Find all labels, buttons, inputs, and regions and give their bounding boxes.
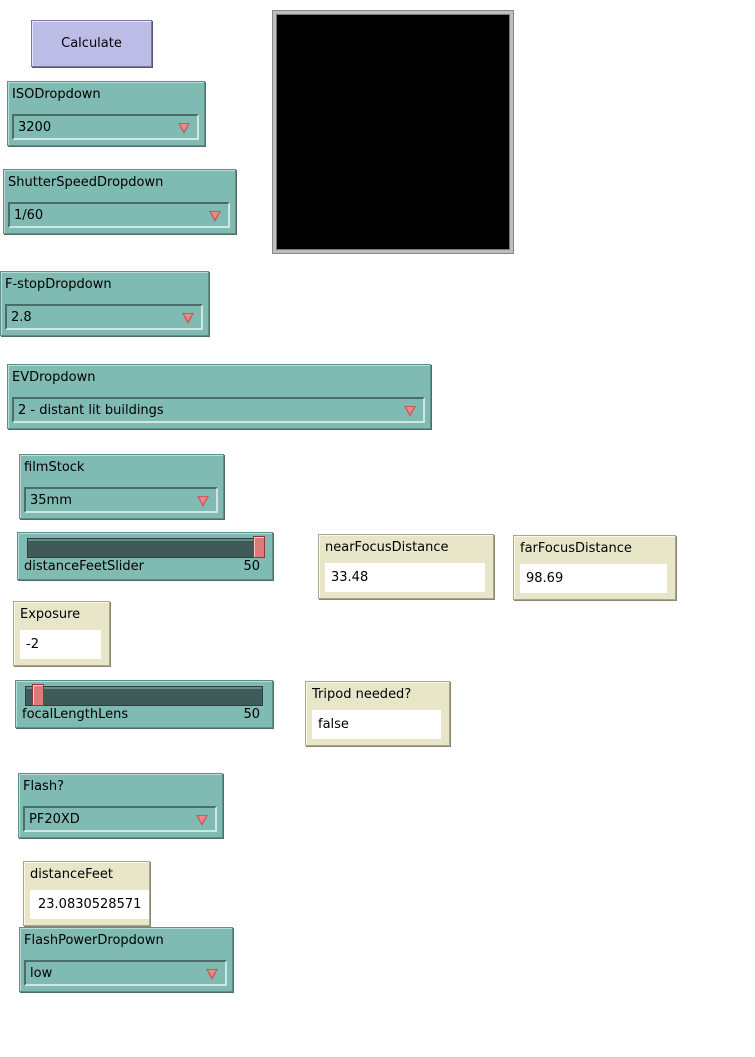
tripod-needed-value: false xyxy=(312,710,441,739)
film-stock-dropdown[interactable]: filmStock 35mm xyxy=(19,454,224,519)
ev-dropdown-value: 2 - distant lit buildings xyxy=(18,402,164,418)
film-stock-dropdown-value: 35mm xyxy=(30,492,72,508)
shutter-speed-dropdown-value: 1/60 xyxy=(14,207,44,223)
distance-feet-slider-label: distanceFeetSlider xyxy=(24,559,145,574)
distance-feet-slider-value: 50 xyxy=(243,559,260,574)
focal-length-lens-slider-value: 50 xyxy=(243,707,260,722)
film-stock-dropdown-select[interactable]: 35mm xyxy=(24,487,218,513)
iso-dropdown-value: 3200 xyxy=(18,119,52,135)
slider-track[interactable] xyxy=(27,538,263,558)
ev-dropdown-label: EVDropdown xyxy=(12,370,96,385)
flash-power-dropdown[interactable]: FlashPowerDropdown low xyxy=(19,927,233,992)
fstop-dropdown-value: 2.8 xyxy=(11,309,32,325)
chevron-down-icon xyxy=(197,496,209,507)
tripod-needed-label: Tripod needed? xyxy=(312,687,412,702)
distance-feet-monitor: distanceFeet 23.0830528571 xyxy=(23,861,150,926)
exposure-monitor: Exposure -2 xyxy=(13,601,110,666)
distance-feet-slider[interactable]: distanceFeetSlider 50 xyxy=(17,532,273,580)
ev-dropdown[interactable]: EVDropdown 2 - distant lit buildings xyxy=(7,364,431,429)
iso-dropdown-label: ISODropdown xyxy=(12,87,101,102)
chevron-down-icon xyxy=(206,969,218,980)
film-stock-dropdown-label: filmStock xyxy=(24,460,85,475)
exposure-value: -2 xyxy=(20,630,101,659)
chevron-down-icon xyxy=(209,211,221,222)
chevron-down-icon xyxy=(182,313,194,324)
distance-feet-value: 23.0830528571 xyxy=(30,890,149,919)
flash-power-dropdown-label: FlashPowerDropdown xyxy=(24,933,164,948)
flash-power-dropdown-select[interactable]: low xyxy=(24,960,227,986)
far-focus-distance-value: 98.69 xyxy=(520,564,667,593)
shutter-speed-dropdown[interactable]: ShutterSpeedDropdown 1/60 xyxy=(3,169,236,234)
chevron-down-icon xyxy=(196,815,208,826)
chevron-down-icon xyxy=(178,123,190,134)
focal-length-lens-slider-label: focalLengthLens xyxy=(22,707,129,722)
near-focus-distance-label: nearFocusDistance xyxy=(325,540,449,555)
slider-thumb[interactable] xyxy=(253,536,265,558)
far-focus-distance-label: farFocusDistance xyxy=(520,541,632,556)
far-focus-distance-monitor: farFocusDistance 98.69 xyxy=(513,535,676,600)
iso-dropdown-select[interactable]: 3200 xyxy=(12,114,199,140)
flash-dropdown-select[interactable]: PF20XD xyxy=(23,806,217,832)
fstop-dropdown-select[interactable]: 2.8 xyxy=(5,304,203,330)
flash-dropdown[interactable]: Flash? PF20XD xyxy=(18,773,223,838)
fstop-dropdown-label: F-stopDropdown xyxy=(5,277,112,292)
ev-dropdown-select[interactable]: 2 - distant lit buildings xyxy=(12,397,425,423)
shutter-speed-dropdown-select[interactable]: 1/60 xyxy=(8,202,230,228)
near-focus-distance-monitor: nearFocusDistance 33.48 xyxy=(318,534,494,599)
slider-track[interactable] xyxy=(25,686,263,706)
flash-power-dropdown-value: low xyxy=(30,965,53,981)
focal-length-lens-slider[interactable]: focalLengthLens 50 xyxy=(15,680,273,728)
chevron-down-icon xyxy=(404,406,416,417)
distance-feet-label: distanceFeet xyxy=(30,867,113,882)
fstop-dropdown[interactable]: F-stopDropdown 2.8 xyxy=(0,271,209,336)
tripod-needed-monitor: Tripod needed? false xyxy=(305,681,450,746)
world-view[interactable] xyxy=(273,11,513,253)
flash-dropdown-label: Flash? xyxy=(23,779,64,794)
slider-thumb[interactable] xyxy=(31,684,44,706)
iso-dropdown[interactable]: ISODropdown 3200 xyxy=(7,81,205,146)
near-focus-distance-value: 33.48 xyxy=(325,563,485,592)
calculate-button-label: Calculate xyxy=(61,36,122,51)
shutter-speed-dropdown-label: ShutterSpeedDropdown xyxy=(8,175,164,190)
flash-dropdown-value: PF20XD xyxy=(29,811,80,827)
calculate-button[interactable]: Calculate xyxy=(31,20,152,67)
exposure-label: Exposure xyxy=(20,607,81,622)
